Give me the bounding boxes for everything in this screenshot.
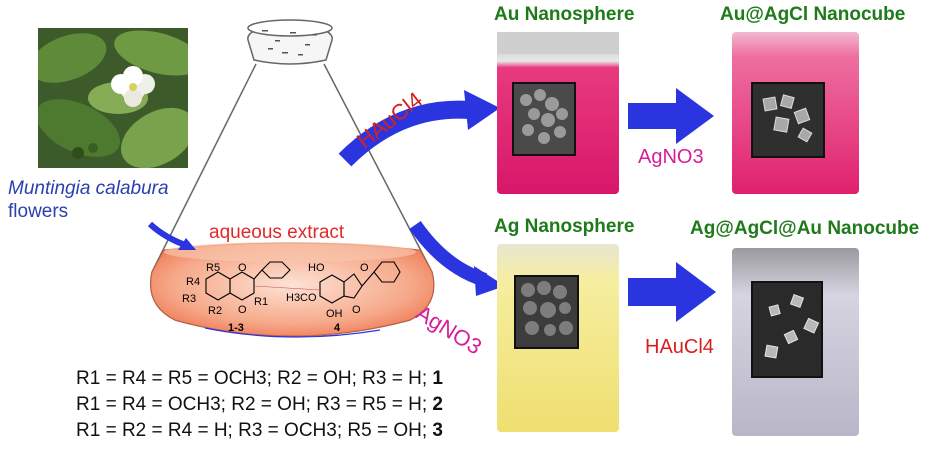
struct-o-keto-b: O bbox=[352, 304, 361, 316]
compounds-label-a: 1-3 bbox=[228, 322, 244, 334]
arrow-flask-to-au bbox=[338, 100, 471, 167]
title-auagcl-nanocube: Au@AgCl Nanocube bbox=[720, 4, 906, 25]
struct-r3: R3 bbox=[182, 293, 197, 305]
struct-r5: R5 bbox=[206, 262, 221, 274]
flower-shape bbox=[111, 66, 155, 107]
struct-o-ring-b: O bbox=[360, 262, 369, 274]
vial-ag bbox=[497, 244, 619, 432]
compound-line-1: R1 = R4 = R5 = OCH3; R2 = OH; R3 = H; 1 bbox=[76, 368, 443, 389]
aurone-structure bbox=[319, 261, 401, 304]
plant-organ: flowers bbox=[8, 201, 69, 222]
title-au-nanosphere: Au Nanosphere bbox=[494, 4, 635, 25]
struct-r1: R1 bbox=[254, 296, 269, 308]
erlenmeyer-flask bbox=[150, 19, 435, 338]
title-ag-nanosphere: Ag Nanosphere bbox=[494, 216, 635, 237]
struct-o-keto: O bbox=[238, 304, 247, 316]
compounds-label-b: 4 bbox=[334, 322, 341, 334]
plant-species: Muntingia calabura bbox=[8, 178, 169, 199]
struct-oh: OH bbox=[326, 308, 343, 320]
struct-r4: R4 bbox=[186, 276, 201, 288]
vial-agagclau bbox=[732, 248, 859, 436]
arrow-plant-to-flask bbox=[147, 221, 190, 249]
vial-auagcl bbox=[732, 32, 859, 194]
flavone-structure bbox=[205, 261, 291, 301]
arrow-au-to-auagcl bbox=[628, 88, 714, 144]
compound-line-2: R1 = R4 = OCH3; R2 = OH; R3 = R5 = H; 2 bbox=[76, 394, 443, 415]
arrow-ag-to-agagclau bbox=[628, 262, 716, 322]
compound-line-3: R1 = R2 = R4 = H; R3 = OCH3; R5 = OH; 3 bbox=[76, 420, 443, 441]
struct-r2: R2 bbox=[208, 305, 223, 317]
flask-label: aqueous extract bbox=[209, 222, 345, 243]
struct-ho: HO bbox=[308, 262, 325, 274]
reagent-agno3-top: AgNO3 bbox=[638, 146, 704, 168]
struct-h3co: H3CO bbox=[286, 292, 317, 304]
reagent-haucl4-bottom: HAuCl4 bbox=[645, 336, 714, 358]
plant-photo bbox=[38, 28, 188, 168]
title-agagclau-nanocube: Ag@AgCl@Au Nanocube bbox=[690, 218, 920, 239]
vial-au bbox=[497, 32, 619, 194]
struct-o-ring: O bbox=[238, 262, 247, 274]
